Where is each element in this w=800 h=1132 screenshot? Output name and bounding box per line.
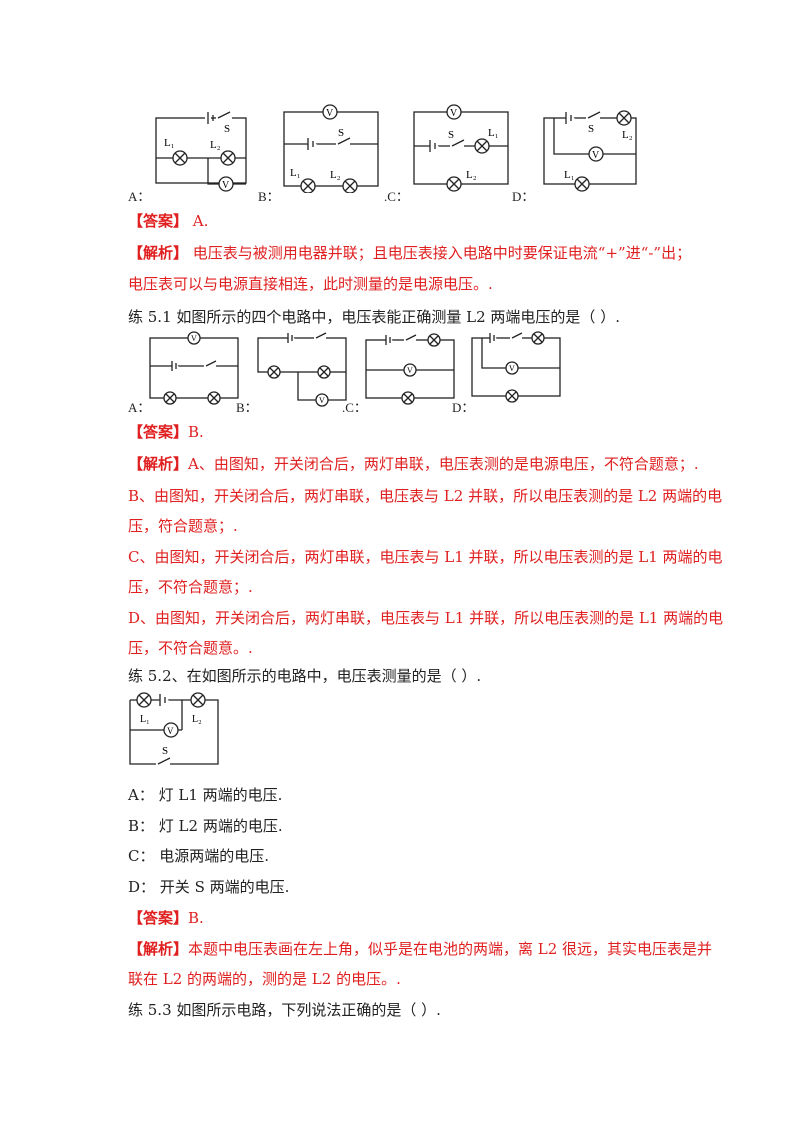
- q51-option-d: D：: [452, 400, 475, 415]
- q51-option-c: .C：: [342, 400, 367, 415]
- svg-text:L₂: L₂: [330, 169, 341, 181]
- answer-text: A.: [188, 212, 209, 230]
- svg-text:L₁: L₁: [290, 167, 301, 179]
- q51-answer: 【答案】B.: [128, 421, 204, 443]
- q53-stem: 练 5.3 如图所示电路，下列说法正确的是（ ）.: [128, 1001, 441, 1019]
- analysis-text: A、由图知，开关闭合后，两灯串联，电压表测的是电源电压，不符合题意；.: [188, 455, 699, 473]
- q51-stem: 练 5.1 如图所示的四个电路中，电压表能正确测量 L2 两端电压的是（ ）.: [128, 308, 620, 326]
- answer-tag: 【答案】: [128, 212, 189, 230]
- q4-circuit-d: S L₂ V L₁: [543, 110, 637, 192]
- svg-text:V: V: [167, 726, 174, 736]
- q51-analysis-line5: 压，不符合题意；.: [128, 578, 253, 596]
- analysis-tag: 【解析】: [128, 244, 189, 262]
- svg-text:V: V: [592, 150, 600, 161]
- svg-text:L₁: L₁: [488, 127, 499, 139]
- svg-text:L₂: L₂: [210, 139, 221, 151]
- answer-tag: 【答案】: [128, 423, 189, 441]
- svg-text:L₂: L₂: [466, 169, 477, 181]
- q52-answer: 【答案】B.: [128, 907, 204, 929]
- q4-analysis-line2: 电压表可以与电源直接相连，此时测量的是电源电压。.: [128, 275, 493, 293]
- svg-text:L₁: L₁: [140, 714, 150, 725]
- svg-text:V: V: [191, 334, 197, 343]
- q4-option-a: A：: [128, 189, 151, 204]
- q4-circuit-c: V S L₁ L₂: [413, 104, 509, 192]
- svg-text:L₁: L₁: [164, 137, 175, 149]
- q51-analysis-line6: D、由图知，开关闭合后，两灯串联，电压表与 L1 并联，所以电压表测的是 L1 …: [128, 609, 724, 627]
- svg-text:S: S: [448, 129, 454, 141]
- q4-circuit-b: V S L₁ L₂: [283, 104, 379, 193]
- q52-choice-c: C： 电源两端的电压.: [128, 847, 270, 865]
- answer-text: B.: [188, 423, 204, 441]
- q52-choice-b: B： 灯 L2 两端的电压.: [128, 817, 283, 835]
- svg-text:V: V: [326, 108, 334, 119]
- svg-text:V: V: [509, 364, 515, 373]
- q51-option-a: A：: [128, 400, 151, 415]
- analysis-tag: 【解析】: [128, 940, 189, 958]
- analysis-tag: 【解析】: [128, 455, 189, 473]
- q51-circuit-d: V: [471, 331, 561, 403]
- q51-analysis-line2: B、由图知，开关闭合后，两灯串联，电压表与 L2 并联，所以电压表测的是 L2 …: [128, 487, 723, 505]
- q52-analysis-line2: 联在 L2 的两端的，测的是 L2 的电压。.: [128, 970, 401, 988]
- q4-option-d: D：: [512, 189, 535, 204]
- q51-analysis-line3: 压，符合题意；.: [128, 517, 238, 535]
- q51-analysis-line1: 【解析】A、由图知，开关闭合后，两灯串联，电压表测的是电源电压，不符合题意；.: [128, 453, 699, 475]
- svg-text:S: S: [224, 123, 230, 135]
- svg-text:L₁: L₁: [564, 169, 575, 181]
- q4-option-b: B：: [258, 189, 280, 204]
- q51-option-b: B：: [236, 400, 258, 415]
- q4-option-c: .C：: [384, 189, 409, 204]
- svg-text:L₂: L₂: [622, 129, 633, 141]
- svg-text:S: S: [338, 127, 344, 139]
- svg-text:V: V: [319, 396, 325, 405]
- q52-circuit: L₁ L₂ V S: [129, 692, 219, 766]
- analysis-text: 电压表与被测用电器并联；且电压表接入电路中时要保证电流“+”进“-”出；: [188, 244, 692, 262]
- svg-text:V: V: [450, 108, 458, 119]
- answer-tag: 【答案】: [128, 909, 189, 927]
- q51-circuit-c: V: [365, 333, 455, 405]
- svg-text:S: S: [588, 123, 594, 135]
- q52-stem: 练 5.2、在如图所示的电路中，电压表测量的是（ ）.: [128, 667, 482, 685]
- analysis-text: 本题中电压表画在左上角，似乎是在电池的两端，离 L2 很远，其实电压表是并: [188, 940, 713, 958]
- q52-analysis-line1: 【解析】本题中电压表画在左上角，似乎是在电池的两端，离 L2 很远，其实电压表是…: [128, 938, 712, 960]
- svg-text:L₂: L₂: [192, 714, 202, 725]
- answer-text: B.: [188, 909, 204, 927]
- svg-text:V: V: [222, 180, 230, 191]
- q4-analysis-line1: 【解析】 电压表与被测用电器并联；且电压表接入电路中时要保证电流“+”进“-”出…: [128, 242, 691, 264]
- q51-analysis-line4: C、由图知，开关闭合后，两灯串联，电压表与 L1 并联，所以电压表测的是 L1 …: [128, 548, 723, 566]
- q51-circuit-a: V: [149, 331, 239, 405]
- q52-choice-a: A： 灯 L1 两端的电压.: [128, 786, 283, 804]
- svg-text:V: V: [407, 366, 413, 375]
- q52-choice-d: D： 开关 S 两端的电压.: [128, 878, 290, 896]
- svg-text:S: S: [162, 745, 168, 757]
- q51-circuit-b: V: [257, 332, 347, 407]
- q51-analysis-line7: 压，不符合题意。.: [128, 639, 253, 657]
- q4-circuit-a: S L₁ L₂ V: [155, 111, 247, 192]
- q4-answer: 【答案】 A.: [128, 210, 208, 232]
